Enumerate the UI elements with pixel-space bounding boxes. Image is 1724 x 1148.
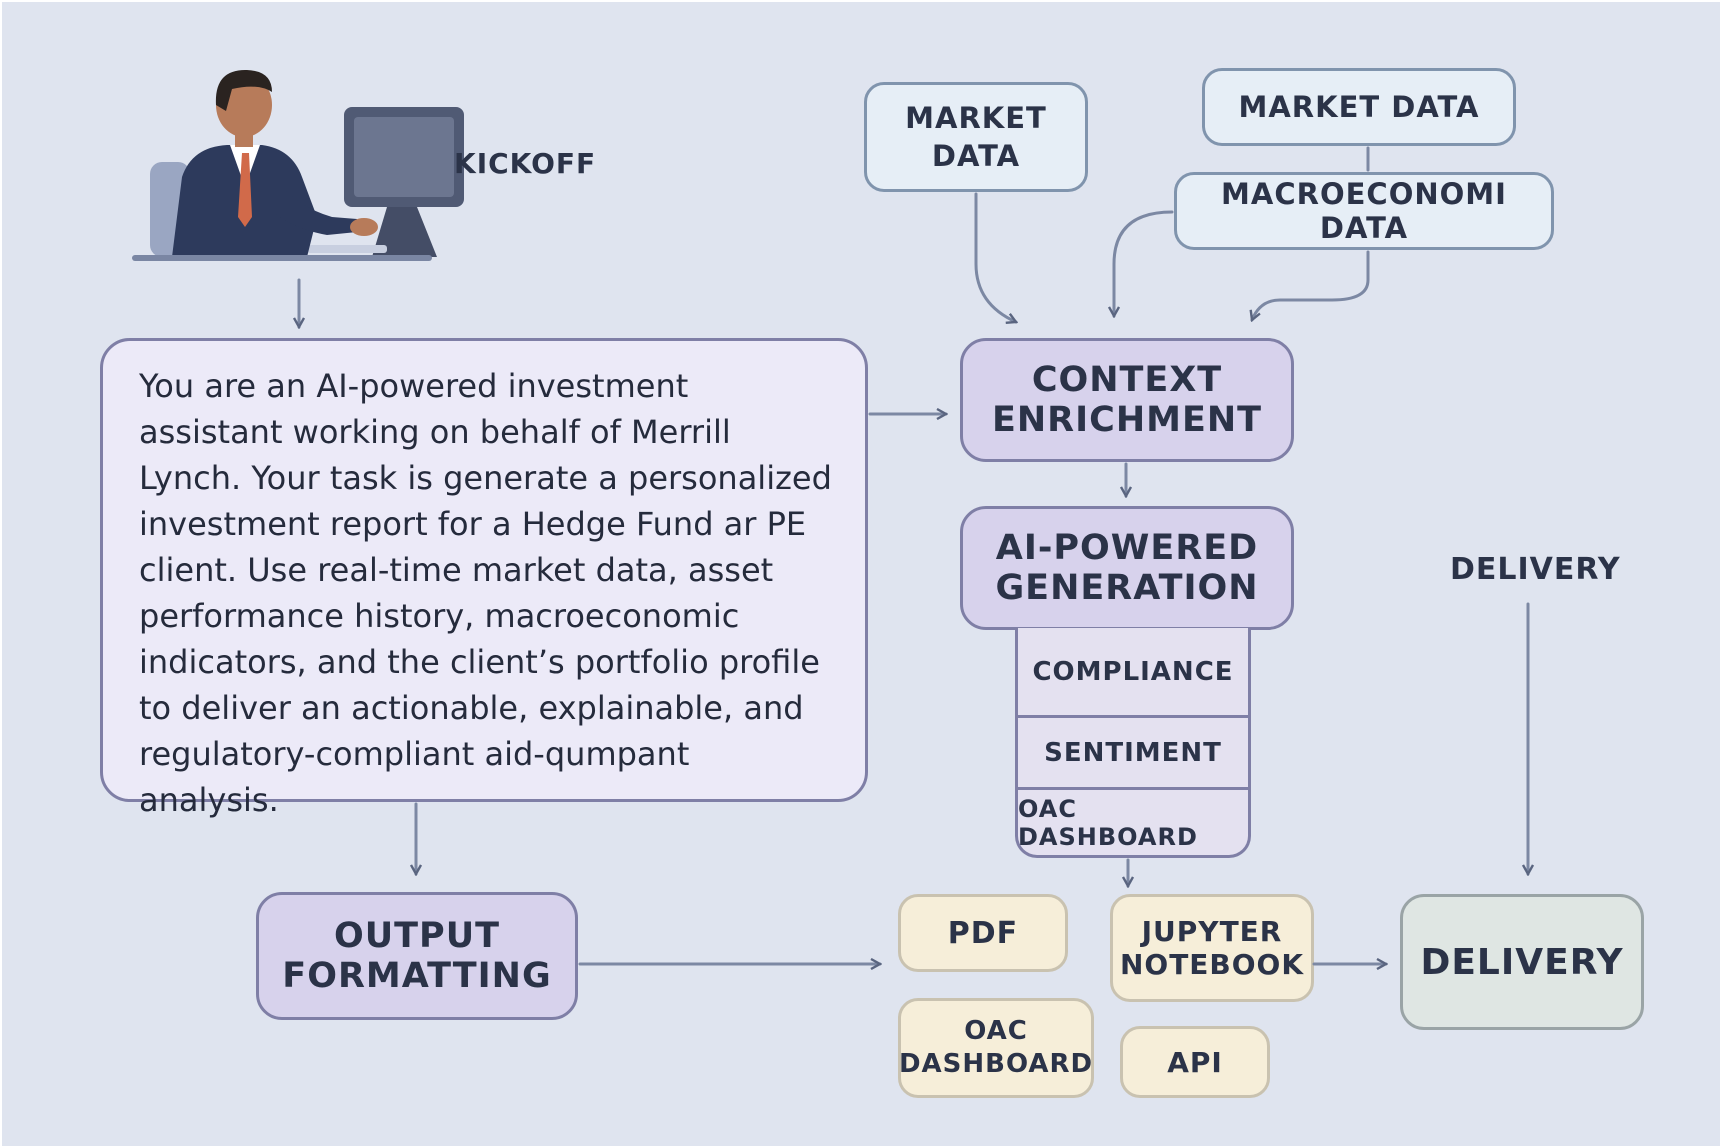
sub-step-sentiment: SENTIMENT xyxy=(1015,718,1251,790)
macroeconomic-data-box: MACROECONOMI DATA xyxy=(1174,172,1554,250)
sub-step-oac-dashboard: OAC DASHBOARD xyxy=(1015,790,1251,858)
arrow-market-left-to-context xyxy=(974,192,1016,322)
output-formatting-box: OUTPUT FORMATTING xyxy=(256,892,578,1020)
output-oac-dashboard: OAC DASHBOARD xyxy=(898,998,1094,1098)
person-at-computer-icon xyxy=(132,69,464,261)
arrow-macro-to-context-right xyxy=(1252,250,1370,320)
market-data-box-right: MARKET DATA xyxy=(1202,68,1516,146)
context-enrichment-box: CONTEXT ENRICHMENT xyxy=(960,338,1294,462)
sub-step-compliance: COMPLIANCE xyxy=(1015,628,1251,718)
delivery-label: DELIVERY xyxy=(1450,552,1621,587)
prompt-text-box: You are an AI-powered investment assista… xyxy=(100,338,868,819)
delivery-box: DELIVERY xyxy=(1400,894,1644,1030)
output-api: API xyxy=(1120,1026,1270,1098)
output-pdf: PDF xyxy=(898,894,1068,972)
kickoff-label: KICKOFF xyxy=(454,147,597,180)
output-jupyter-notebook: JUPYTER NOTEBOOK xyxy=(1110,894,1314,1002)
arrow-macro-to-context-left xyxy=(1114,210,1174,316)
ai-powered-generation-box: AI-POWERED GENERATION xyxy=(960,506,1294,630)
market-data-box-left: MARKET DATA xyxy=(864,82,1088,192)
